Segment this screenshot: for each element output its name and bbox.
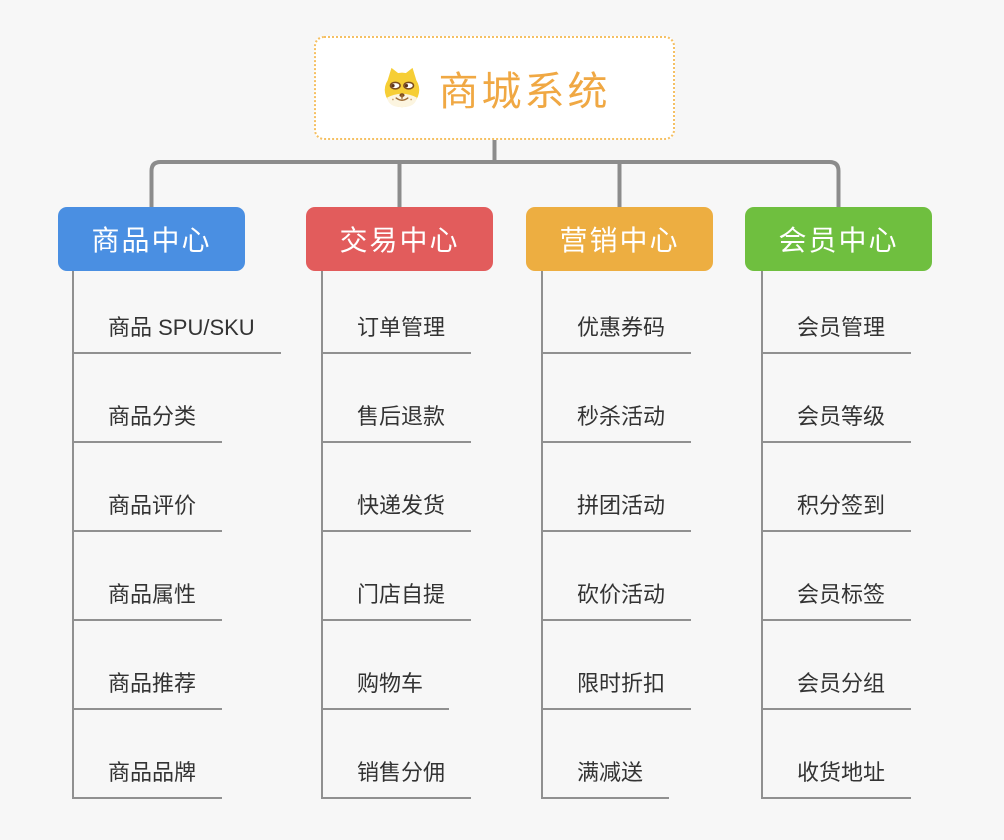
leaf-node[interactable]: 拼团活动 [543, 443, 692, 532]
leaf-label: 门店自提 [357, 582, 446, 607]
leaf-node[interactable]: 商品推荐 [74, 621, 223, 710]
leaf-label: 拼团活动 [577, 493, 666, 518]
leaf-label: 满减送 [577, 760, 644, 785]
leaf-label: 商品评价 [108, 493, 197, 518]
leaf-label: 积分签到 [797, 493, 886, 518]
leaf-label: 砍价活动 [577, 582, 666, 607]
leaf-label: 优惠券码 [577, 315, 666, 340]
leaf-node[interactable]: 会员等级 [763, 354, 912, 443]
leaf-node[interactable]: 商品品牌 [74, 710, 223, 799]
leaf-list-member-center: 会员管理 会员等级 积分签到 会员标签 会员分组 收货地址 [761, 271, 912, 799]
leaf-node[interactable]: 会员标签 [763, 532, 912, 621]
leaf-label: 销售分佣 [357, 760, 446, 785]
leaf-list-product-center: 商品 SPU/SKU 商品分类 商品评价 商品属性 商品推荐 商品品牌 [72, 271, 281, 799]
leaf-list-trade-center: 订单管理 售后退款 快递发货 门店自提 购物车 销售分佣 [321, 271, 472, 799]
branch-label: 交易中心 [339, 225, 460, 256]
leaf-label: 会员标签 [797, 582, 886, 607]
root-title: 商城系统 [438, 70, 611, 114]
leaf-label: 商品推荐 [108, 671, 197, 696]
branch-label: 商品中心 [91, 225, 212, 256]
leaf-label: 会员管理 [797, 315, 886, 340]
branch-node-marketing-center[interactable]: 营销中心 [526, 207, 713, 271]
leaf-node[interactable]: 商品属性 [74, 532, 223, 621]
leaf-node[interactable]: 会员分组 [763, 621, 912, 710]
leaf-node[interactable]: 购物车 [323, 621, 450, 710]
leaf-node[interactable]: 砍价活动 [543, 532, 692, 621]
leaf-label: 商品品牌 [108, 760, 197, 785]
leaf-node[interactable]: 销售分佣 [323, 710, 472, 799]
leaf-label: 收货地址 [797, 760, 886, 785]
leaf-node[interactable]: 商品 SPU/SKU [74, 271, 281, 354]
branch-label: 会员中心 [778, 225, 899, 256]
leaf-node[interactable]: 收货地址 [763, 710, 912, 799]
leaf-node[interactable]: 会员管理 [763, 271, 912, 354]
leaf-label: 商品分类 [108, 404, 197, 429]
leaf-node[interactable]: 商品分类 [74, 354, 223, 443]
leaf-label: 购物车 [357, 671, 424, 696]
leaf-label: 会员等级 [797, 404, 886, 429]
leaf-label: 秒杀活动 [577, 404, 666, 429]
branch-label: 营销中心 [559, 225, 680, 256]
leaf-node[interactable]: 售后退款 [323, 354, 472, 443]
leaf-node[interactable]: 优惠券码 [543, 271, 692, 354]
leaf-label: 售后退款 [357, 404, 446, 429]
leaf-node[interactable]: 积分签到 [763, 443, 912, 532]
leaf-node[interactable]: 订单管理 [323, 271, 472, 354]
doge-face-icon [384, 67, 419, 108]
branch-node-trade-center[interactable]: 交易中心 [306, 207, 493, 271]
leaf-label: 限时折扣 [577, 671, 666, 696]
leaf-node[interactable]: 满减送 [543, 710, 670, 799]
leaf-node[interactable]: 限时折扣 [543, 621, 692, 710]
branch-node-product-center[interactable]: 商品中心 [58, 207, 245, 271]
leaf-label: 商品属性 [108, 582, 197, 607]
leaf-label: 订单管理 [357, 315, 446, 340]
leaf-node[interactable]: 门店自提 [323, 532, 472, 621]
root-node[interactable]: 商城系统 [314, 36, 675, 140]
leaf-label: 商品 SPU/SKU [108, 315, 255, 340]
branch-node-member-center[interactable]: 会员中心 [745, 207, 932, 271]
branch-bus-line [149, 160, 841, 207]
leaf-node[interactable]: 秒杀活动 [543, 354, 692, 443]
leaf-node[interactable]: 快递发货 [323, 443, 472, 532]
leaf-label: 快递发货 [357, 493, 446, 518]
leaf-label: 会员分组 [797, 671, 886, 696]
leaf-list-marketing-center: 优惠券码 秒杀活动 拼团活动 砍价活动 限时折扣 满减送 [541, 271, 692, 799]
leaf-node[interactable]: 商品评价 [74, 443, 223, 532]
